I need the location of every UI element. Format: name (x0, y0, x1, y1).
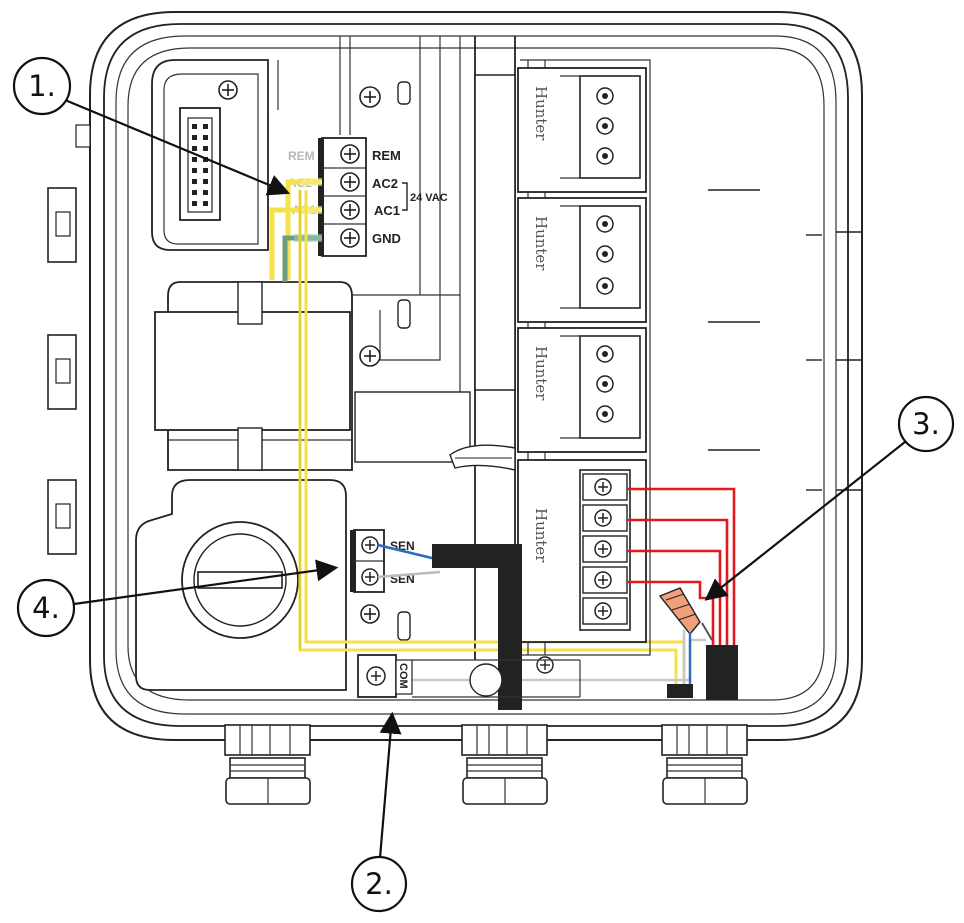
rem-right-label: REM (372, 148, 401, 163)
screw-icon (594, 602, 612, 620)
right-side-tabs (708, 189, 862, 491)
zone-module: Hunter (517, 197, 647, 323)
cable-gland (461, 724, 548, 805)
com-terminal (357, 654, 581, 698)
screw-icon (360, 604, 380, 624)
voltage-label: 24 VAC (410, 192, 448, 204)
left-hinges (47, 124, 91, 555)
rem-left-label: REM (288, 149, 315, 163)
module-brand: Hunter (532, 346, 550, 401)
callout-2: 2. (350, 711, 408, 913)
zone-module: Hunter (517, 67, 647, 193)
gnd-right-label: GND (372, 231, 401, 246)
callout-number: 3. (912, 407, 940, 441)
screw-icon (340, 144, 360, 164)
screw-icon (594, 540, 612, 558)
power-junction-box (135, 479, 347, 691)
cable-glands (224, 724, 748, 805)
module-brand: Hunter (532, 216, 550, 271)
cable-gland (661, 724, 748, 805)
callout-1: 1. (12, 56, 291, 196)
screw-icon (594, 478, 612, 496)
sensor-pair (667, 632, 693, 698)
screw-icon (596, 405, 614, 423)
screw-icon (366, 666, 386, 686)
module-brand: Hunter (532, 508, 550, 563)
screw-icon (361, 568, 379, 586)
screw-icon (596, 147, 614, 165)
screw-icon (596, 117, 614, 135)
screw-icon (536, 656, 554, 674)
screw-icon (596, 87, 614, 105)
ac1-right-label: AC1 (374, 203, 400, 218)
sensor-wires (377, 543, 441, 579)
wire-nut-icon (658, 587, 701, 636)
backplate-lines (267, 36, 516, 660)
sensor-cable (432, 544, 522, 710)
screw-icon (596, 215, 614, 233)
wire-clips (397, 81, 411, 641)
screw-icon (340, 228, 360, 248)
screw-icon (596, 245, 614, 263)
callout-4: 4. (16, 559, 339, 638)
power-terminal-block (318, 137, 367, 257)
screw-icon (594, 571, 612, 589)
screw-icon (596, 345, 614, 363)
screw-icon (340, 200, 360, 220)
callout-number: 1. (28, 69, 56, 103)
module-brand: Hunter (532, 86, 550, 141)
screw-icon (594, 509, 612, 527)
cable-gland (224, 724, 311, 805)
transformer (154, 281, 353, 471)
screw-icon (596, 375, 614, 393)
screw-icon (359, 86, 381, 108)
ac2-right-label: AC2 (372, 176, 398, 191)
screw-icon (596, 277, 614, 295)
zone-module: Hunter (517, 327, 647, 453)
valve-wire-bundle (706, 645, 738, 700)
ribbon-connector-module (151, 59, 269, 251)
base-module: Hunter (517, 459, 647, 643)
bracket-icon (402, 182, 408, 211)
callout-3: 3. (704, 395, 955, 601)
com-label: COM (397, 663, 409, 689)
connector-pins (192, 124, 208, 206)
screw-icon (361, 536, 379, 554)
zone-modules: Hunter Hunter Hunter (517, 59, 651, 656)
screw-icon (340, 172, 360, 192)
screw-icon (359, 345, 381, 367)
callout-number: 2. (365, 867, 393, 901)
sensor-terminal-block (350, 529, 385, 593)
callout-number: 4. (32, 591, 60, 625)
